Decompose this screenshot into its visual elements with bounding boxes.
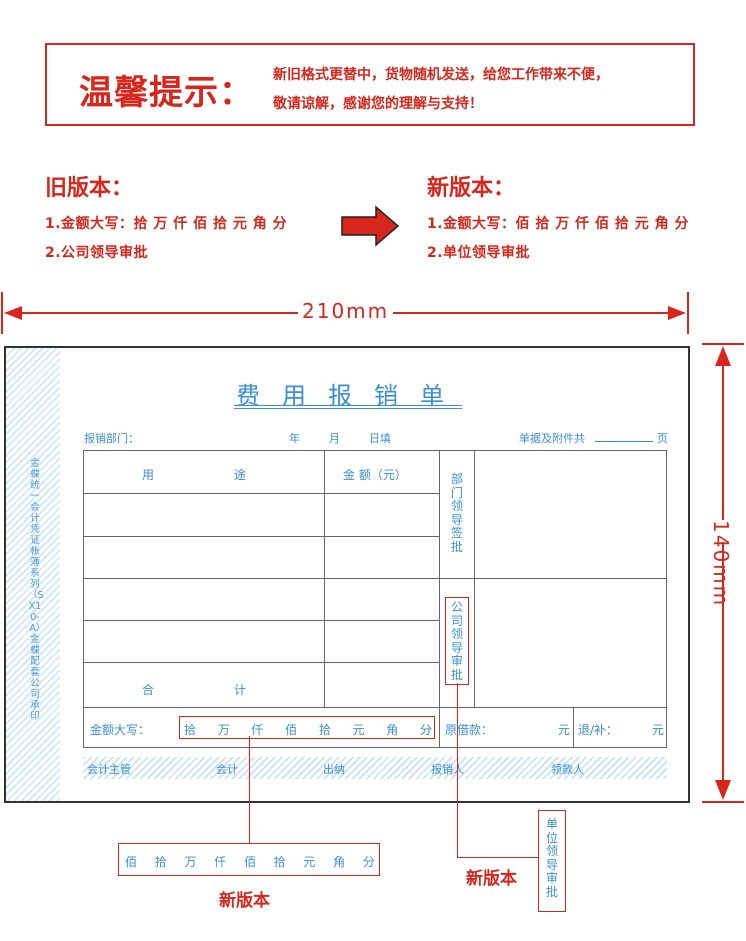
new-units-row: 佰 拾 万 仟 佰 拾 元 角 分: [125, 853, 375, 870]
new-approval-text: 单位领导审批: [545, 817, 558, 899]
row-line-1: [84, 493, 439, 494]
col-amount-label: 金 额（元）: [343, 468, 407, 482]
company-approval-label: 公司领导审批: [450, 600, 463, 682]
old-version-item-2: 2.公司领导审批: [45, 245, 149, 261]
new-unit: 佰: [125, 855, 138, 869]
amount-unit: 拾: [318, 723, 331, 737]
amount-units-highlight: [179, 716, 435, 739]
new-version-item-1: 1.金额大写：佰 拾 万 仟 佰 拾 元 角 分: [427, 216, 690, 232]
new-unit: 角: [333, 855, 346, 869]
total-label-b: 计: [234, 683, 247, 697]
attach-unit: 页: [657, 432, 668, 445]
amount-unit: 分: [419, 723, 432, 737]
new-version-label-approval: 新版本: [466, 869, 517, 889]
signature-accountant: 会计: [216, 763, 238, 776]
refund-unit: 元: [652, 723, 665, 737]
notice-line-2: 敬请谅解，感谢您的理解与支持！: [273, 96, 483, 112]
new-unit: 佰: [243, 855, 256, 869]
borrow-unit: 元: [558, 723, 571, 737]
side-strip: [6, 348, 60, 801]
col-divider-refund: [573, 707, 574, 747]
day-label: 日填: [369, 432, 391, 445]
row-line-4: [84, 620, 439, 621]
col-divider-approval-inner: [474, 451, 475, 707]
company-approval-highlight: [445, 597, 469, 685]
amount-words-label: 金额大写：: [90, 723, 151, 737]
amount-unit: 仟: [251, 723, 264, 737]
col-use-label-a: 用: [142, 468, 155, 482]
old-version-title: 旧版本：: [45, 176, 134, 201]
amount-unit: 角: [386, 723, 399, 737]
dept-approval-label: 部门领导签批: [450, 472, 463, 554]
borrow-label: 原借款：: [445, 723, 494, 737]
title-underline-2: [234, 408, 462, 409]
notice-box: 温馨提示： 新旧格式更替中，货物随机发送，给您工作带来不便， 敬请谅解，感谢您的…: [45, 43, 695, 126]
new-approval-callout: 单位领导审批: [538, 810, 566, 912]
row-line-6: [84, 707, 666, 708]
row-line-5: [84, 662, 439, 663]
old-version-item-1: 1.金额大写：拾 万 仟 佰 拾 元 角 分: [45, 216, 288, 232]
expense-table: 用 途 金 额（元） 部门领导签批 公司领导审批 合 计 金额大写： 拾 万 仟…: [83, 450, 667, 748]
amount-unit: 万: [217, 723, 230, 737]
new-unit: 仟: [214, 855, 227, 869]
title-underline-1: [234, 405, 462, 406]
height-dimension-line: [702, 343, 744, 803]
row-line-3: [84, 578, 666, 579]
new-units-callout: 佰 拾 万 仟 佰 拾 元 角 分: [118, 843, 380, 876]
side-strip-text: 金蝶统一会计凭证帐簿系列（SX10-A）金蝶配套公司承印: [28, 458, 44, 722]
month-label: 月: [329, 432, 340, 445]
new-unit: 分: [362, 855, 375, 869]
year-label: 年: [289, 432, 300, 445]
amount-unit: 佰: [285, 723, 298, 737]
attach-blank-line: [595, 441, 653, 442]
col-divider-amount: [324, 451, 325, 707]
expense-form: 金蝶统一会计凭证帐簿系列（SX10-A）金蝶配套公司承印 费用报销单 报销部门：…: [4, 346, 690, 803]
refund-label: 退/补：: [578, 723, 619, 737]
new-version-item-2: 2.单位领导审批: [427, 245, 531, 261]
width-dimension-label: 210mm: [298, 299, 394, 323]
height-dimension-label: 140mm: [707, 520, 735, 608]
row-line-2: [84, 536, 439, 537]
signature-accounting-manager: 会计主管: [87, 763, 131, 776]
connector-approval-horizontal: [457, 857, 539, 858]
amount-unit: 拾: [184, 723, 197, 737]
amount-unit: 元: [352, 723, 365, 737]
connector-approval-vertical: [457, 683, 458, 857]
attach-label: 单据及附件共: [519, 432, 585, 445]
notice-line-1: 新旧格式更替中，货物随机发送，给您工作带来不便，: [273, 67, 609, 83]
signature-cashier: 出纳: [323, 763, 345, 776]
col-divider-approval: [439, 451, 440, 747]
dept-label: 报销部门：: [84, 432, 139, 445]
new-version-title: 新版本：: [427, 176, 516, 201]
connector-units: [249, 736, 250, 844]
signature-recipient: 领款人: [551, 763, 584, 776]
new-unit: 万: [184, 855, 197, 869]
total-label-a: 合: [142, 683, 155, 697]
new-unit: 拾: [154, 855, 167, 869]
signature-claimant: 报销人: [431, 763, 464, 776]
new-version-label-units: 新版本: [219, 891, 270, 911]
amount-units-row: 拾 万 仟 佰 拾 元 角 分: [184, 721, 432, 738]
notice-title: 温馨提示：: [79, 73, 254, 113]
right-arrow-icon: [341, 205, 400, 247]
col-use-label-b: 途: [234, 468, 247, 482]
new-unit: 元: [303, 855, 316, 869]
signature-bar: 会计主管 会计 出纳 报销人 领款人: [83, 757, 667, 779]
new-unit: 拾: [273, 855, 286, 869]
